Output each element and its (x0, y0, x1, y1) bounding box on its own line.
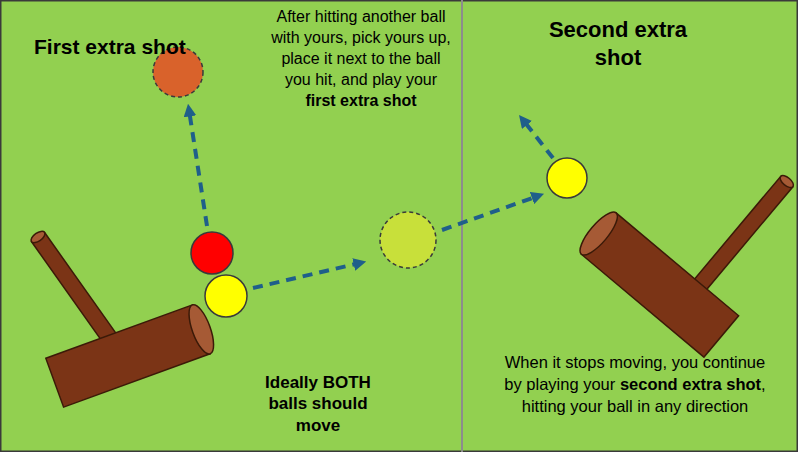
ghost-yellow-ball (380, 212, 436, 268)
handle-cap (29, 229, 47, 245)
panel-heading: Second extra shot (530, 16, 706, 71)
emphasis-text: second extra shot (620, 375, 761, 393)
yellow-ball-path (253, 263, 360, 288)
head-body (46, 305, 210, 407)
head-face (574, 207, 622, 260)
panel-divider (461, 0, 463, 452)
text-run: Ideally BOTH balls should move (265, 373, 371, 435)
mallet-head (46, 302, 219, 407)
red-ball-path (189, 110, 207, 226)
text-run: First extra shot (34, 35, 186, 58)
yellow-ball-path (442, 196, 538, 230)
red-ball (191, 232, 233, 274)
yellow-ball-path (523, 120, 553, 158)
diagram-panel: First extra shot After hitting another ba… (0, 0, 462, 452)
diagram-panel: Second extra shotWhen it stops moving, y… (462, 0, 798, 452)
mallet-handle (694, 173, 796, 290)
panel-heading: First extra shot (34, 34, 244, 59)
emphasis-text: first extra shot (305, 92, 416, 109)
text-run: After hitting another ball with yours, p… (271, 8, 451, 88)
handle-shaft (694, 176, 793, 290)
tip-text: Ideally BOTH balls should move (246, 372, 390, 436)
instruction-text: After hitting another ball with yours, p… (268, 6, 454, 112)
yellow-ball (205, 275, 247, 317)
yellow-ball (547, 158, 587, 198)
mallet-head (574, 207, 738, 357)
text-run: Second extra shot (549, 17, 687, 70)
instruction-text: When it stops moving, you continue by pl… (504, 352, 766, 417)
handle-cap (778, 173, 795, 189)
